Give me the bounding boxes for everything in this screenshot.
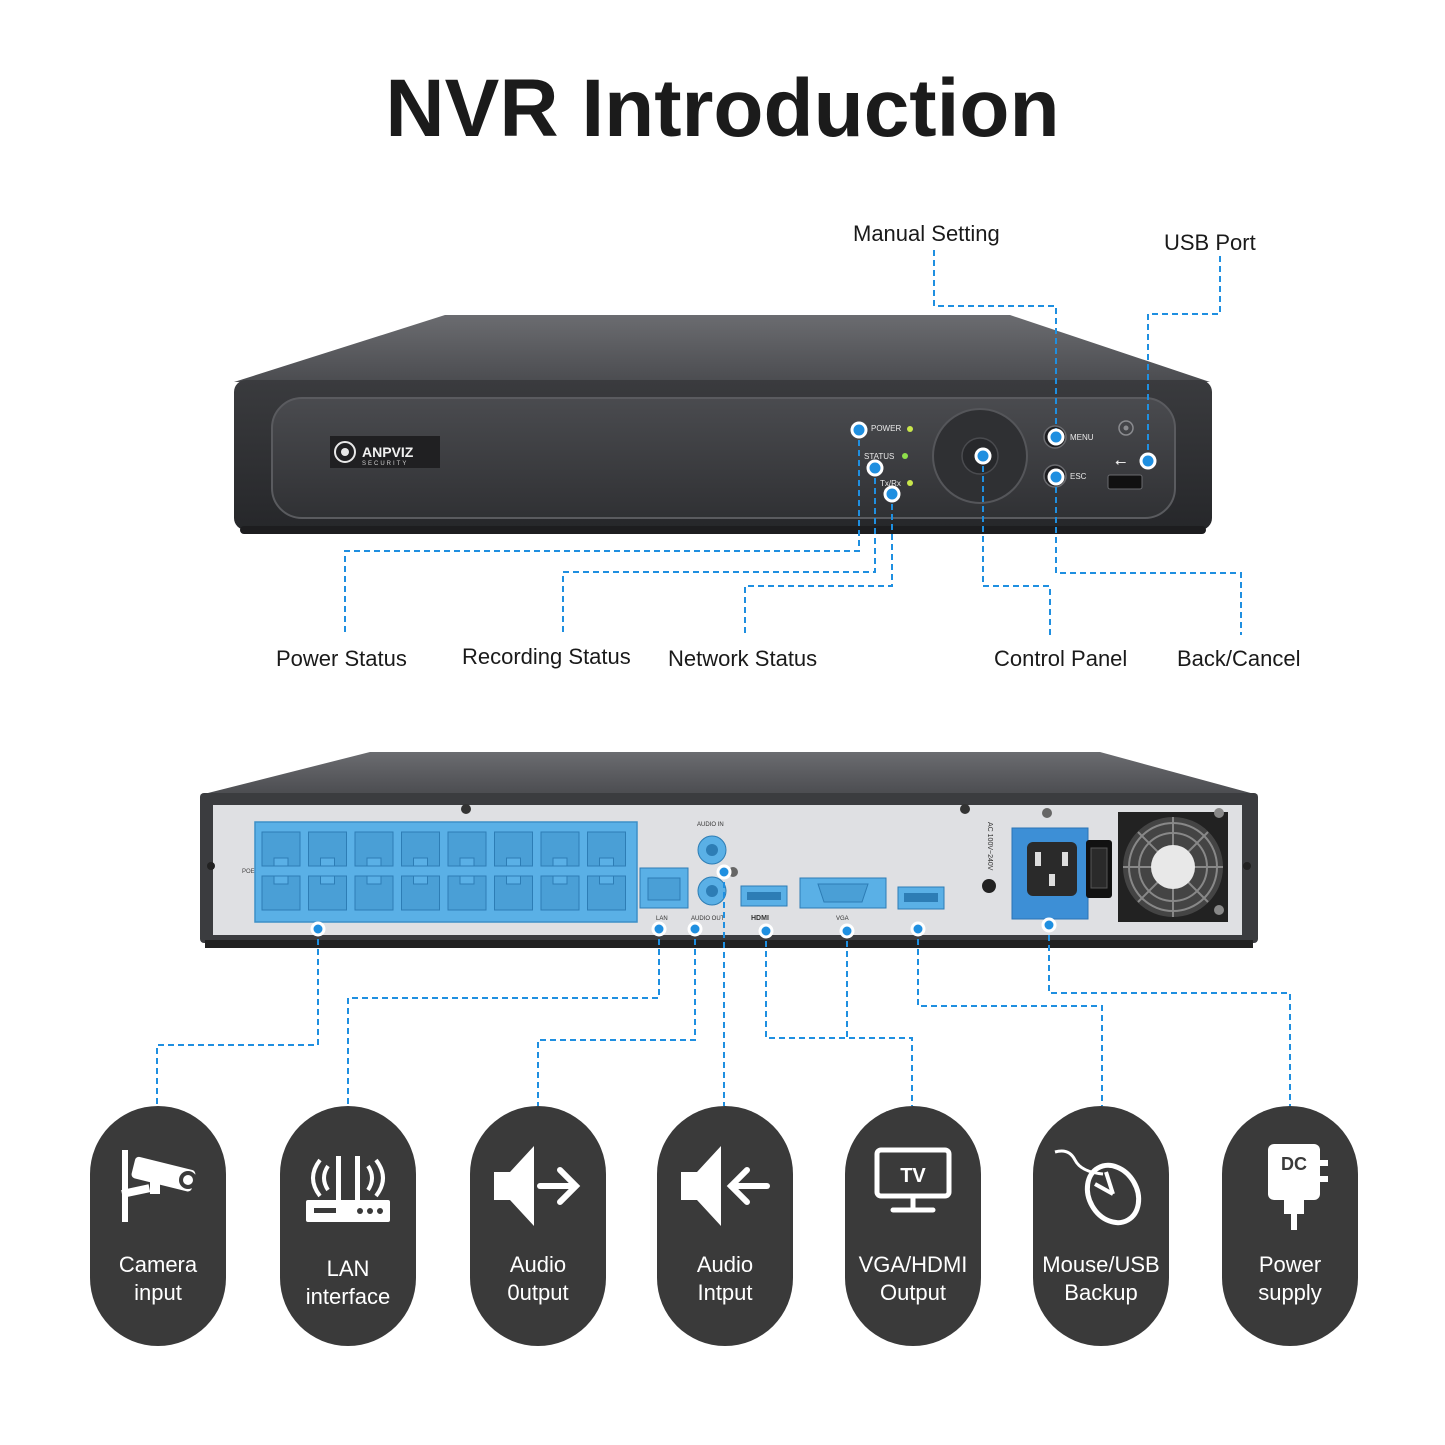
feature-line1: Camera (118, 1252, 198, 1277)
rj45-socket-tab (459, 875, 475, 885)
lan-label: LAN (656, 916, 668, 922)
rj45-socket-tab (599, 875, 614, 885)
rj45-socket-tab (552, 857, 568, 867)
feature-line1: VGA/HDMI (858, 1252, 968, 1277)
rj45-socket-tab (273, 875, 289, 885)
rj45-socket-tab (320, 875, 335, 885)
vga-label: VGA (836, 916, 849, 922)
power-adapter-icon: DC (1268, 1144, 1328, 1230)
led-txrx-label: Tx/Rx (880, 479, 901, 488)
rj45-socket-tab (506, 857, 521, 867)
rj45-socket-tab (320, 857, 335, 867)
ac-label: AC 100V~240V (986, 822, 993, 871)
rj45-socket-tab (552, 875, 568, 885)
rj45-socket-tab (413, 875, 428, 885)
rear-callout-lines (156, 872, 1291, 1106)
nvr-rear: POE LAN AUDIO IN AUDIO OUT HDMI VGA AC 1… (200, 752, 1258, 948)
rj45-socket-tab (506, 875, 521, 885)
label-network-status: Network Status (668, 646, 818, 671)
page-title: NVR Introduction (385, 63, 1060, 154)
feature-line2: Backup (1064, 1280, 1138, 1305)
router-icon (306, 1156, 390, 1222)
rj45-socket-tab (366, 875, 382, 885)
hdmi-label: HDMI (751, 915, 769, 922)
feature-line2: input (134, 1280, 182, 1305)
audio-in-label: AUDIO IN (697, 822, 724, 828)
front-callout-lines (344, 250, 1242, 635)
audio-out-label: AUDIO OUT (691, 916, 725, 922)
feature-line2: supply (1258, 1280, 1322, 1305)
front-usb-port[interactable] (1107, 474, 1143, 490)
feature-audio-output: Audio 0utput (470, 1106, 606, 1346)
tv-badge: TV (900, 1165, 926, 1187)
cctv-camera-icon (121, 1150, 197, 1222)
label-manual-setting: Manual Setting (853, 221, 1000, 246)
rj45-socket-tab (273, 857, 289, 867)
brand-sub: SECURITY (362, 461, 408, 467)
feature-line1: Mouse/USB (1042, 1252, 1160, 1277)
brand-name: ANPVIZ (362, 444, 414, 460)
led-status-label: STATUS (864, 452, 894, 461)
feature-vga-hdmi-output: TV VGA/HDMI Output (845, 1106, 981, 1346)
mouse-icon (1054, 1149, 1142, 1226)
usb-symbol-icon: ⭠ (1115, 454, 1126, 470)
nvr-front: ANPVIZ SECURITY POWER STATUS Tx/Rx MENU … (234, 315, 1212, 534)
feature-line2: interface (305, 1284, 391, 1309)
rj45-socket[interactable] (587, 831, 626, 867)
feature-camera-input: Camera input (90, 1106, 226, 1346)
feature-line1: Audio (696, 1252, 754, 1277)
feature-line1: LAN (326, 1256, 370, 1281)
poe-label: POE (242, 869, 255, 875)
label-power-status: Power Status (276, 646, 407, 671)
feature-line1: Audio (509, 1252, 567, 1277)
rear-callout-dots (310, 864, 1057, 939)
tv-icon: TV (874, 1147, 952, 1213)
audio-input-icon (681, 1146, 770, 1226)
feature-line2: Output (879, 1280, 947, 1305)
feature-line2: Intput (697, 1280, 753, 1305)
led-power-label: POWER (871, 424, 901, 433)
label-back-cancel: Back/Cancel (1177, 646, 1301, 671)
rj45-socket-tab (599, 857, 614, 867)
esc-label: ESC (1070, 472, 1087, 481)
label-recording-status: Recording Status (462, 644, 631, 669)
rj45-socket-tab (413, 857, 428, 867)
feature-line1: Power (1258, 1252, 1322, 1277)
audio-output-icon (494, 1146, 581, 1226)
menu-label: MENU (1070, 433, 1094, 442)
label-control-panel: Control Panel (994, 646, 1128, 671)
feature-mouse-usb-backup: Mouse/USB Backup (1033, 1106, 1169, 1346)
feature-lan-interface: LAN interface (280, 1106, 416, 1346)
front-callout-dots (850, 421, 1157, 503)
feature-power-supply: DC Power supply (1222, 1106, 1358, 1346)
label-usb-port: USB Port (1164, 230, 1256, 255)
feature-line2: 0utput (507, 1280, 569, 1305)
rj45-socket-tab (366, 857, 382, 867)
dc-badge: DC (1281, 1154, 1307, 1174)
rj45-socket-tab (459, 857, 475, 867)
